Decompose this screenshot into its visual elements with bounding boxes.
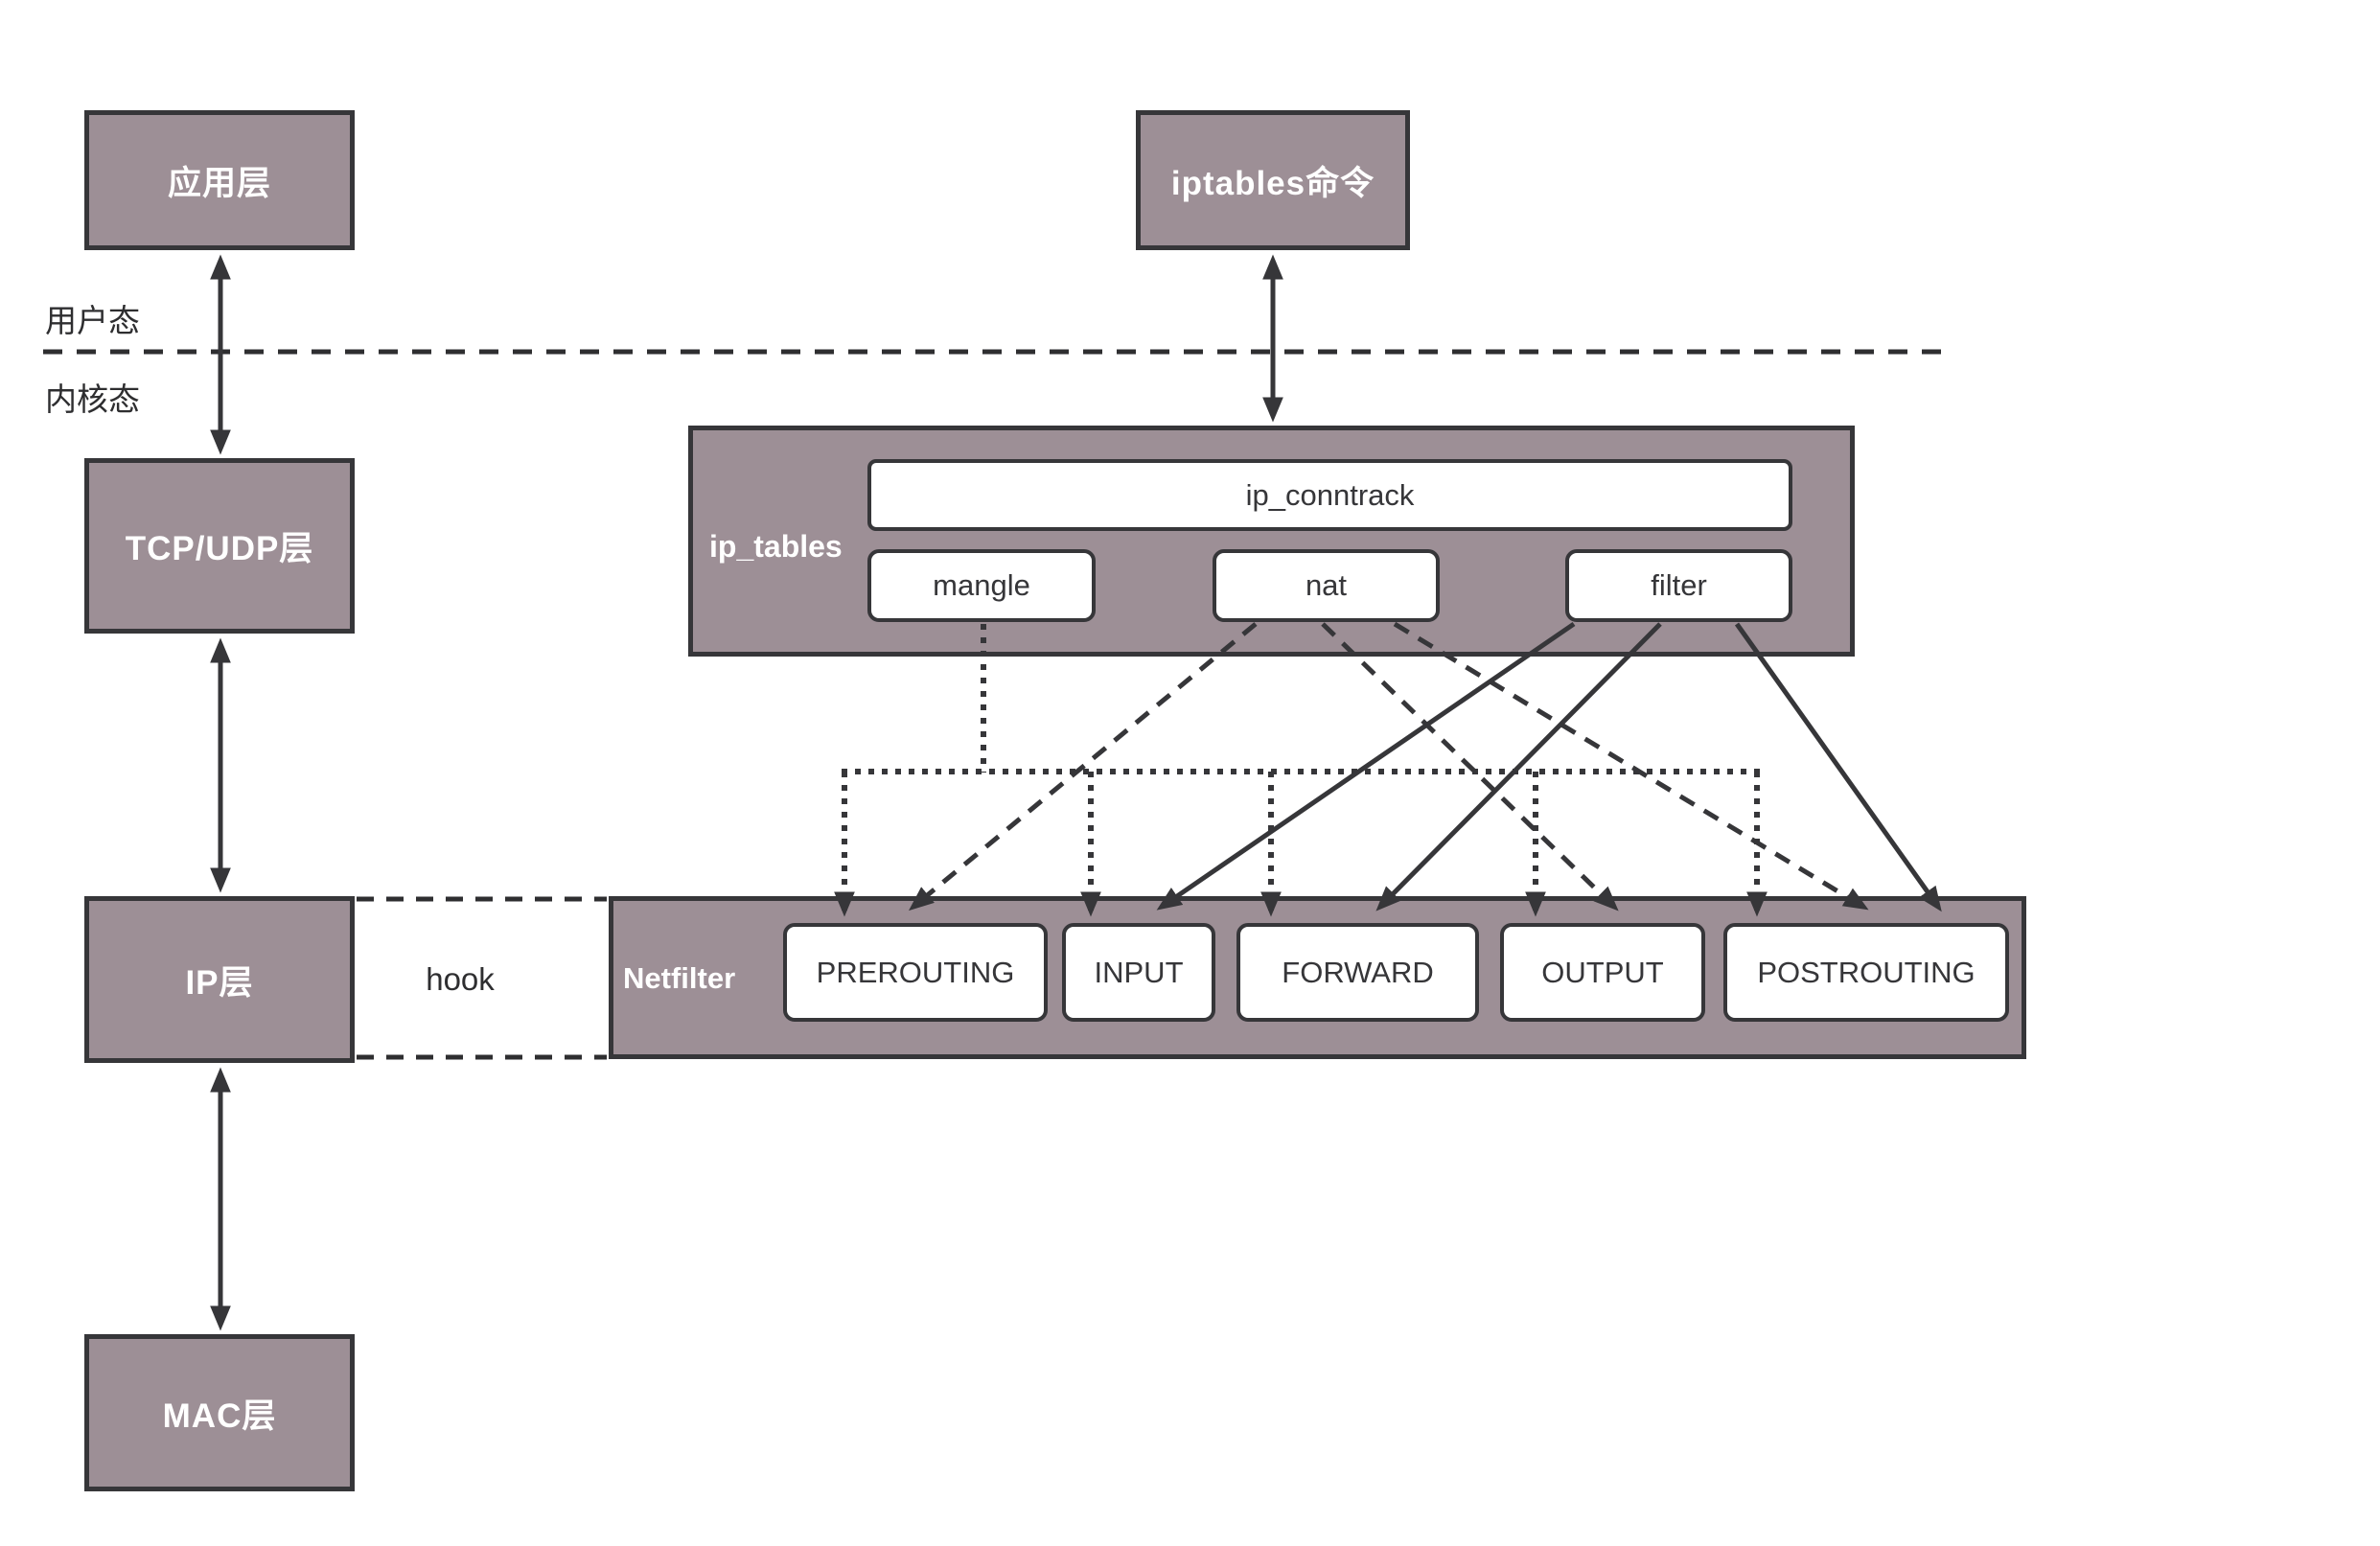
node-chain-output: OUTPUT <box>1500 923 1705 1022</box>
mangle-dotted-connectors <box>834 624 1768 917</box>
node-chain-postrouting-label: POSTROUTING <box>1757 955 1976 989</box>
node-mac-layer-label: MAC层 <box>162 1396 277 1435</box>
filter-to-postrouting <box>1734 622 1942 912</box>
nat-to-output <box>1321 622 1619 911</box>
node-table-filter-label: filter <box>1651 568 1707 602</box>
node-application-layer-label: 应用层 <box>167 164 271 202</box>
node-chain-input-label: INPUT <box>1094 955 1184 989</box>
node-table-filter: filter <box>1565 549 1792 622</box>
stack-double-arrows <box>210 254 1283 1331</box>
node-iptables-command-label: iptables命令 <box>1170 164 1375 202</box>
node-chain-postrouting: POSTROUTING <box>1723 923 2009 1022</box>
node-tcp-udp-layer: TCP/UDP层 <box>84 458 355 634</box>
nat-dashed-connectors <box>908 621 1869 911</box>
node-chain-input: INPUT <box>1062 923 1215 1022</box>
node-iptables-command: iptables命令 <box>1136 110 1410 250</box>
netfilter-label: Netfilter <box>623 961 736 995</box>
filter-solid-connectors <box>1156 621 1942 912</box>
node-chain-forward-label: FORWARD <box>1282 955 1434 989</box>
nat-to-postrouting <box>1393 621 1869 911</box>
node-tcp-udp-layer-label: TCP/UDP层 <box>125 530 314 567</box>
node-table-mangle: mangle <box>867 549 1096 622</box>
node-application-layer: 应用层 <box>84 110 355 250</box>
node-table-nat: nat <box>1213 549 1440 622</box>
hook-label: hook <box>426 961 495 997</box>
node-mac-layer: MAC层 <box>84 1334 355 1491</box>
user-mode-label: 用户态 <box>45 303 140 338</box>
node-ip-layer-label: IP层 <box>185 963 254 1002</box>
node-chain-prerouting-label: PREROUTING <box>816 955 1015 989</box>
node-table-mangle-label: mangle <box>933 568 1030 602</box>
node-chain-forward: FORWARD <box>1236 923 1479 1022</box>
nat-to-prerouting <box>908 622 1258 911</box>
filter-to-input <box>1156 621 1576 911</box>
ip-tables-label: ip_tables <box>709 529 843 564</box>
node-ip-conntrack-label: ip_conntrack <box>1245 477 1415 512</box>
node-chain-prerouting: PREROUTING <box>783 923 1048 1022</box>
node-ip-conntrack: ip_conntrack <box>867 459 1792 531</box>
filter-to-forward <box>1375 622 1662 911</box>
node-chain-output-label: OUTPUT <box>1541 955 1664 989</box>
node-table-nat-label: nat <box>1305 568 1348 602</box>
node-ip-layer: IP层 <box>84 896 355 1063</box>
kernel-mode-label: 内核态 <box>45 381 140 417</box>
